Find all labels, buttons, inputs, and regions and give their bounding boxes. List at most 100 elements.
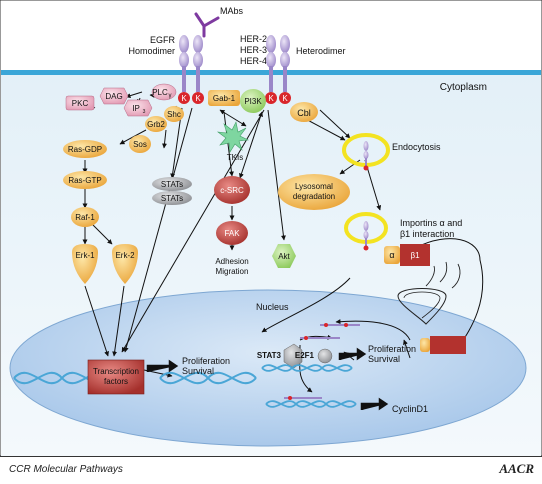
- tkis-node: TKIs: [216, 121, 250, 162]
- svg-text:γ: γ: [169, 93, 172, 99]
- prolif-right-2: Survival: [368, 354, 400, 364]
- prolif-right-1: Proliferation: [368, 344, 416, 354]
- svg-text:E2F1: E2F1: [295, 351, 315, 360]
- svg-text:K: K: [268, 94, 274, 103]
- kinase-domain-icon: [265, 92, 277, 104]
- her-receptor-right: K: [279, 35, 291, 104]
- dna-helix-cyclin-icon: [265, 400, 357, 408]
- svg-text:K: K: [195, 94, 201, 103]
- mabs-antibody-icon: [194, 12, 220, 38]
- svg-text:IP: IP: [132, 104, 140, 113]
- kinase-domain-icon: [178, 92, 190, 104]
- pore-coil-icon: [425, 261, 461, 289]
- her-receptor-left: K: [265, 35, 277, 104]
- importins-label-2: β1 interaction: [400, 229, 454, 239]
- svg-text:Erk-1: Erk-1: [75, 251, 95, 260]
- svg-text:STATs: STATs: [161, 180, 183, 189]
- heterodimer-label: Heterodimer: [296, 46, 346, 56]
- svg-text:degradation: degradation: [293, 192, 335, 201]
- plc-node: PLC γ: [151, 83, 177, 101]
- dna-helix-right-icon: [261, 364, 353, 372]
- svg-text:Ras-GTP: Ras-GTP: [68, 176, 101, 185]
- dag-node: DAG: [99, 87, 129, 105]
- erk2-node: Erk-2: [112, 244, 138, 284]
- cyclind1-label: CyclinD1: [392, 404, 428, 414]
- svg-text:K: K: [282, 94, 288, 103]
- her4-label: HER-4: [240, 56, 267, 66]
- footer-label: CCR Molecular Pathways: [9, 464, 123, 475]
- nuclear-complex-icon: [420, 336, 466, 354]
- cytoplasm-label: Cytoplasm: [440, 82, 487, 93]
- svg-text:Ras-GDP: Ras-GDP: [68, 145, 102, 154]
- svg-text:Raf-1: Raf-1: [75, 213, 95, 222]
- svg-text:Transcription: Transcription: [93, 367, 139, 376]
- nucleus-label: Nucleus: [256, 302, 289, 312]
- nuclear-receptor-strip-2-icon: [300, 336, 340, 340]
- figure-footer: CCR Molecular Pathways AACR: [0, 456, 542, 484]
- internalized-receptor-icon: [363, 141, 369, 171]
- svg-text:Grb2: Grb2: [147, 120, 165, 129]
- egfr-receptor-left: K: [178, 35, 190, 104]
- svg-text:FAK: FAK: [224, 229, 240, 238]
- shc-node: Shc: [164, 106, 184, 122]
- gab1-node: Gab-1: [208, 90, 240, 106]
- nucleus: [9, 289, 527, 447]
- grb2-node: Grb2: [145, 116, 167, 132]
- stats-node-1: STATs: [152, 177, 192, 191]
- svg-text:TKIs: TKIs: [227, 153, 243, 162]
- svg-text:Erk-2: Erk-2: [115, 251, 135, 260]
- nuclear-pore-icon: [397, 288, 447, 325]
- svg-text:K: K: [181, 94, 187, 103]
- svg-text:α: α: [389, 250, 394, 260]
- mabs-label: MAbs: [220, 6, 244, 16]
- migration-label: Migration: [216, 267, 249, 276]
- transcription-arrow-right-icon: [338, 347, 367, 361]
- svg-text:Akt: Akt: [278, 252, 290, 261]
- pi3k-node: PI3K: [240, 89, 266, 113]
- importin-receptor-icon: [363, 221, 369, 251]
- sos-node: Sos: [129, 135, 151, 153]
- svg-text:STAT3: STAT3: [257, 351, 282, 360]
- signaling-arrows: [82, 91, 484, 393]
- importin-beta-box: [400, 244, 430, 266]
- pathway-diagram: Nucleus Cytoplasm MAbs EGFR Homodimer HE…: [0, 0, 542, 456]
- svg-text:Lysosomal: Lysosomal: [295, 182, 333, 191]
- svg-text:STATs: STATs: [161, 194, 183, 203]
- akt-node: Akt: [272, 244, 296, 268]
- lysosomal-degradation-node: Lysosomal degradation: [278, 174, 350, 210]
- svg-text:Gab-1: Gab-1: [213, 94, 236, 103]
- prolif-left-1: Proliferation: [182, 356, 230, 366]
- cyclin-receptor-strip-icon: [284, 396, 322, 400]
- egfr-label: EGFR: [150, 35, 176, 45]
- importin-complex: α β1: [384, 244, 430, 266]
- ras-gdp-node: Ras-GDP: [63, 140, 107, 158]
- csrc-node: c-SRC: [214, 176, 250, 204]
- svg-text:PI3K: PI3K: [244, 97, 262, 106]
- egfr-receptor-right: K: [192, 35, 204, 104]
- nuclear-pore-ring-icon: [403, 291, 441, 319]
- stats-node-2: STATs: [152, 191, 192, 205]
- importins-label-1: Importins α and: [400, 218, 462, 228]
- her2-label: HER-2: [240, 34, 267, 44]
- svg-text:β1: β1: [410, 251, 420, 260]
- svg-text:PKC: PKC: [72, 99, 89, 108]
- svg-text:c-SRC: c-SRC: [220, 186, 244, 195]
- svg-text:Sos: Sos: [133, 140, 147, 149]
- transcription-arrow-left-icon: [146, 359, 179, 373]
- kinase-domain-icon: [192, 92, 204, 104]
- svg-text:factors: factors: [104, 377, 128, 386]
- transcription-arrow-cyclin-icon: [360, 397, 389, 411]
- svg-text:3: 3: [143, 109, 146, 115]
- prolif-left-2: Survival: [182, 366, 214, 376]
- homodimer-label: Homodimer: [128, 46, 175, 56]
- svg-text:PLC: PLC: [152, 88, 168, 97]
- kinase-domain-icon: [279, 92, 291, 104]
- pkc-node: PKC: [65, 95, 95, 111]
- e2f1-node: E2F1: [295, 348, 333, 364]
- ip3-node: IP 3: [123, 99, 153, 117]
- transcription-factors-node: Transcription factors: [87, 359, 145, 395]
- aacr-logo: AACR: [499, 461, 534, 476]
- ras-gtp-node: Ras-GTP: [63, 171, 107, 189]
- importin-alpha-box: [384, 246, 400, 264]
